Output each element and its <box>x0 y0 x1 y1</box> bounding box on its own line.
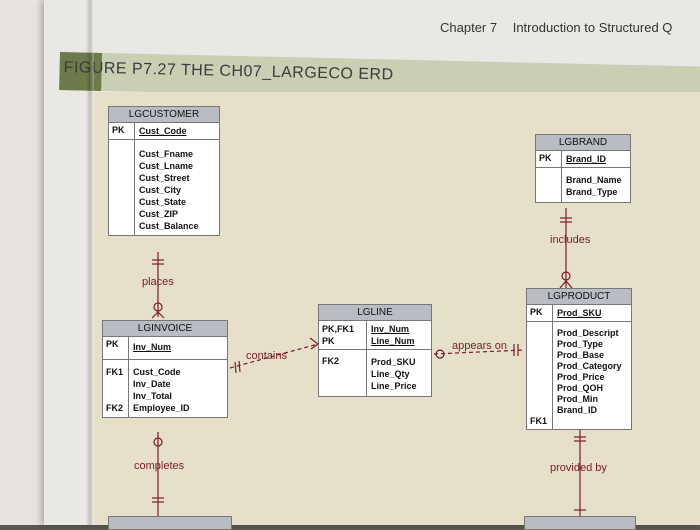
entity-title: LGPRODUCT <box>527 289 631 305</box>
rel-contains: contains <box>246 350 287 362</box>
entity-title: LGINVOICE <box>103 321 227 337</box>
erd-diagram: LGCUSTOMER PK Cust_Code Cust_Fname Cust_… <box>94 92 700 530</box>
pk-row: PK Prod_SKU <box>527 305 631 322</box>
fk-labels: FK1 FK2 <box>103 360 129 417</box>
rel-includes: includes <box>550 234 591 246</box>
entity-lgproduct: LGPRODUCT PK Prod_SKU FK1 Prod_Descript … <box>526 288 632 430</box>
attribute-row: FK2 Prod_SKU Line_Qty Line_Price <box>319 350 431 396</box>
entity-title: LGBRAND <box>536 135 630 151</box>
pk-attribute: Inv_Num <box>371 324 410 334</box>
key-label: PK <box>527 305 553 321</box>
pk-row: PK,FK1 PK Inv_Num Line_Num <box>319 321 431 350</box>
pk-attribute: Prod_SKU <box>557 308 602 318</box>
entity-stub-bottom-right <box>524 516 636 530</box>
rel-provided-by: provided by <box>550 462 607 474</box>
pk-row: PK Brand_ID <box>536 151 630 168</box>
attribute-list: Cust_Fname Cust_Lname Cust_Street Cust_C… <box>139 149 199 231</box>
entity-title: LGCUSTOMER <box>109 107 219 123</box>
attribute-row: Cust_Fname Cust_Lname Cust_Street Cust_C… <box>109 140 219 235</box>
chapter-label: Chapter 7 <box>440 20 498 35</box>
chapter-title: Introduction to Structured Q <box>512 20 673 35</box>
pk-attribute: Line_Num <box>371 336 415 346</box>
key-label: PK <box>109 123 135 139</box>
contains-line <box>229 343 319 369</box>
entity-lginvoice: LGINVOICE PK Inv_Num FK1 FK2 Cust_Code I… <box>102 320 228 418</box>
fk-labels: FK1 <box>527 322 553 429</box>
attribute-list: Cust_Code Inv_Date Inv_Total Employee_ID <box>133 367 190 413</box>
key-label: PK <box>536 151 562 167</box>
entity-stub-bottom-left <box>108 516 232 530</box>
rel-completes: completes <box>134 460 185 472</box>
entity-lgcustomer: LGCUSTOMER PK Cust_Code Cust_Fname Cust_… <box>108 106 220 236</box>
attribute-list: Prod_SKU Line_Qty Line_Price <box>371 357 417 391</box>
appears-on-line <box>433 349 525 355</box>
pk-attribute: Cust_Code <box>139 126 187 136</box>
entity-lgbrand: LGBRAND PK Brand_ID Brand_Name Brand_Typ… <box>535 134 631 203</box>
pk-attribute: Inv_Num <box>133 342 172 352</box>
relationship-lines <box>151 208 586 525</box>
rel-appears-on: appears on <box>452 340 508 352</box>
fk-label: FK2 <box>319 350 367 396</box>
page-header: Chapter 7 Introduction to Structured Q <box>440 20 672 35</box>
figure-title: FIGURE P7.27 THE CH07_LARGECO ERD <box>63 59 394 84</box>
attribute-row: FK1 Prod_Descript Prod_Type Prod_Base Pr… <box>527 322 631 429</box>
pk-attributes: Inv_Num Line_Num <box>367 321 419 349</box>
entity-title: LGLINE <box>319 305 431 321</box>
entity-lgline: LGLINE PK,FK1 PK Inv_Num Line_Num FK2 Pr… <box>318 304 432 397</box>
rel-places: places <box>142 276 174 288</box>
attribute-row: FK1 FK2 Cust_Code Inv_Date Inv_Total Emp… <box>103 360 227 417</box>
key-label: PK <box>103 337 129 359</box>
attribute-list: Brand_Name Brand_Type <box>566 175 622 197</box>
key-label-empty <box>109 140 135 235</box>
attribute-row: Brand_Name Brand_Type <box>536 168 630 202</box>
attribute-list: Prod_Descript Prod_Type Prod_Base Prod_C… <box>557 328 622 415</box>
pk-row: PK Inv_Num <box>103 337 227 360</box>
pk-row: PK Cust_Code <box>109 123 219 140</box>
pk-labels: PK,FK1 PK <box>319 321 367 349</box>
page-tear-edge <box>86 0 94 525</box>
key-label-empty <box>536 168 562 202</box>
pk-attribute: Brand_ID <box>566 154 607 164</box>
